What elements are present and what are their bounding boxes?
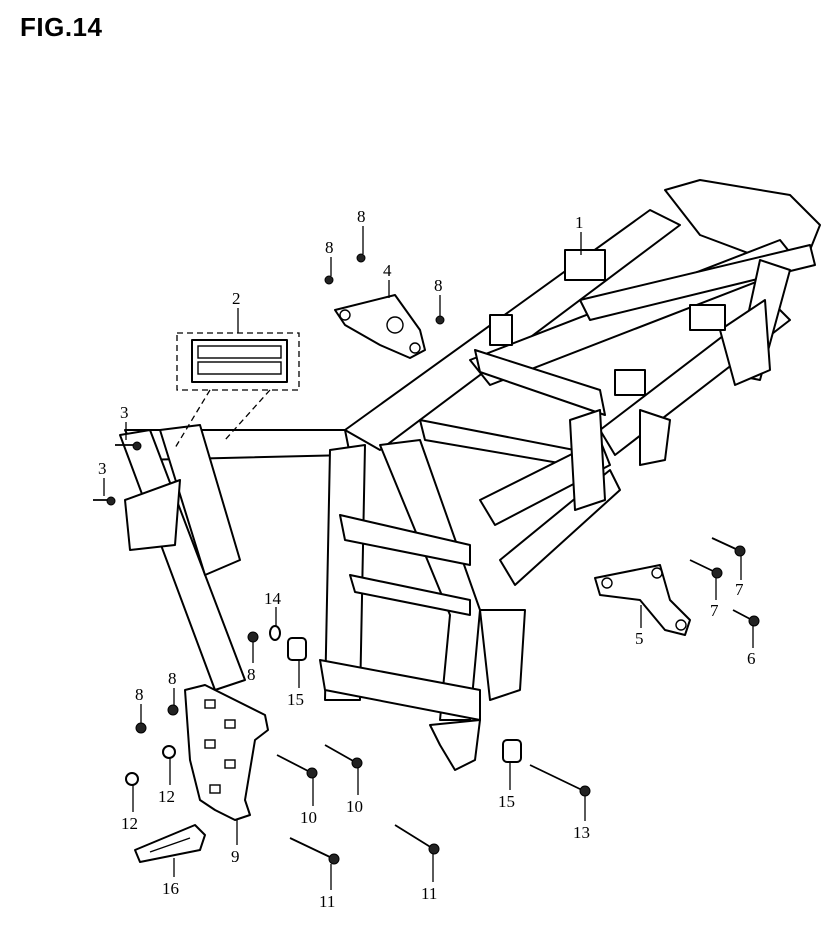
callout-12-right: 12 — [158, 787, 175, 806]
callout-8-left: 8 — [325, 238, 334, 257]
callout-1: 1 — [575, 213, 584, 232]
callout-8-plate-right: 8 — [168, 669, 177, 688]
frame-assembly — [119, 179, 821, 771]
callout-14: 14 — [264, 589, 282, 608]
rubber-mount-upper — [287, 637, 307, 661]
callout-13: 13 — [573, 823, 590, 842]
callout-3-upper: 3 — [120, 403, 129, 422]
washer — [269, 625, 281, 641]
callout-8-mid: 8 — [247, 665, 256, 684]
callout-5: 5 — [635, 629, 644, 648]
rubber-mount-lower — [502, 739, 522, 763]
side-bracket — [594, 564, 691, 636]
callout-2: 2 — [232, 289, 241, 308]
label-plate — [174, 332, 300, 449]
callout-11-left: 11 — [319, 892, 335, 911]
callout-15-lower: 15 — [498, 792, 515, 811]
upper-bracket — [334, 294, 426, 359]
callout-6: 6 — [747, 649, 756, 668]
engine-mount-plate — [184, 684, 269, 821]
callout-8-plate-left: 8 — [135, 685, 144, 704]
callout-8-top: 8 — [357, 207, 366, 226]
callout-7-upper: 7 — [735, 580, 744, 599]
leader-lines — [103, 226, 754, 890]
callout-15-upper: 15 — [287, 690, 304, 709]
callout-labels: 1 2 3 3 4 5 6 7 7 8 8 8 8 8 8 9 10 10 11… — [98, 207, 756, 911]
heel-plate — [134, 824, 206, 863]
callout-10-left: 10 — [300, 808, 317, 827]
callout-10-right: 10 — [346, 797, 363, 816]
callout-7-lower: 7 — [710, 601, 719, 620]
callout-3-lower: 3 — [98, 459, 107, 478]
figure-title: FIG.14 — [20, 12, 103, 42]
nuts — [125, 253, 445, 786]
callout-8-right: 8 — [434, 276, 443, 295]
callout-4: 4 — [383, 261, 392, 280]
bolts — [93, 441, 760, 865]
callout-16: 16 — [162, 879, 179, 898]
callout-9: 9 — [231, 847, 240, 866]
callout-11-right: 11 — [421, 884, 437, 903]
callout-12-left: 12 — [121, 814, 138, 833]
